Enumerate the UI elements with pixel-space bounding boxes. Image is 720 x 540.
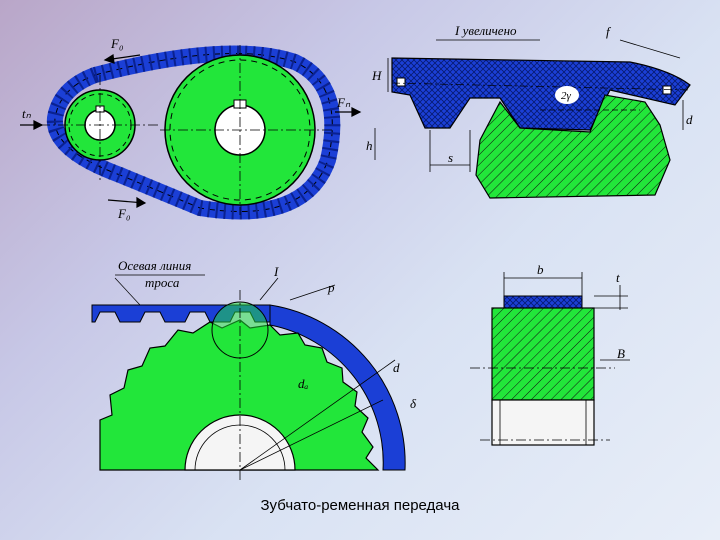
large-pulley — [160, 45, 335, 215]
label-H: H — [371, 68, 382, 83]
label-axial-line-2: троса — [145, 275, 180, 290]
pulley-profile-view: Осевая линия троса I p dₐ d δ — [91, 258, 417, 480]
label-da: dₐ — [298, 376, 309, 391]
belt-section — [391, 57, 691, 131]
label-d2: d — [393, 360, 400, 375]
label-b: b — [537, 262, 544, 277]
toothed-pulley-sector — [99, 319, 380, 471]
label-t: t — [616, 270, 620, 285]
label-f: f — [606, 24, 612, 39]
tooth-angle-mark: 2γ — [561, 90, 572, 102]
label-ft-right: Fₙ — [336, 95, 351, 110]
label-d: d — [686, 112, 693, 127]
detail-title: I увеличено — [454, 23, 517, 38]
curved-belt-segment — [269, 304, 406, 471]
label-axial-line-1: Осевая линия — [118, 258, 191, 273]
label-roman-one: I — [273, 264, 279, 279]
pulley-section — [475, 94, 671, 199]
label-delta: δ — [410, 396, 417, 411]
label-f0-top: F₀ — [110, 36, 123, 51]
label-B: B — [617, 346, 625, 361]
label-ft-left: tₙ — [22, 106, 32, 121]
label-s: s — [448, 150, 453, 165]
figure-caption: Зубчато-ременная передача — [260, 497, 460, 514]
label-f0-bottom: F₀ — [117, 206, 130, 221]
force-arrows — [20, 53, 362, 208]
belt-drive-overview: F₀ F₀ tₙ Fₙ — [20, 36, 362, 221]
label-p: p — [327, 280, 335, 295]
label-h: h — [366, 138, 373, 153]
small-pulley — [40, 75, 160, 180]
side-section-view: b t B — [470, 262, 630, 446]
enlarged-detail-view: I увеличено 2γ H h s f d — [366, 23, 693, 199]
